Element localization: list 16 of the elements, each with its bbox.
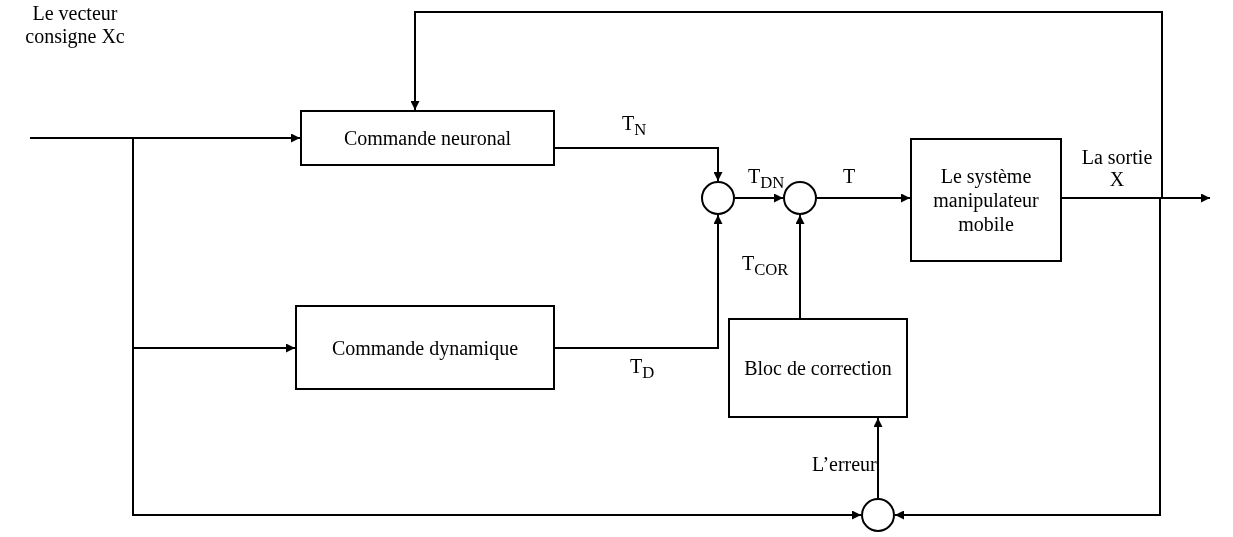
arrow	[410, 11, 1163, 199]
arrow	[873, 417, 883, 499]
block-box: Le système manipulateur mobile	[910, 138, 1062, 262]
arrow	[554, 147, 723, 182]
block-box: Commande neuronal	[300, 110, 555, 166]
arrow	[795, 214, 805, 319]
arrow	[29, 137, 862, 520]
summing-junction	[701, 181, 735, 215]
arrow	[894, 197, 1161, 520]
arrow	[554, 214, 723, 349]
block-box: Bloc de correction	[728, 318, 908, 418]
block-box: Commande dynamique	[295, 305, 555, 390]
arrow	[816, 193, 911, 203]
summing-junction	[783, 181, 817, 215]
arrow	[734, 193, 784, 203]
summing-junction	[861, 498, 895, 532]
